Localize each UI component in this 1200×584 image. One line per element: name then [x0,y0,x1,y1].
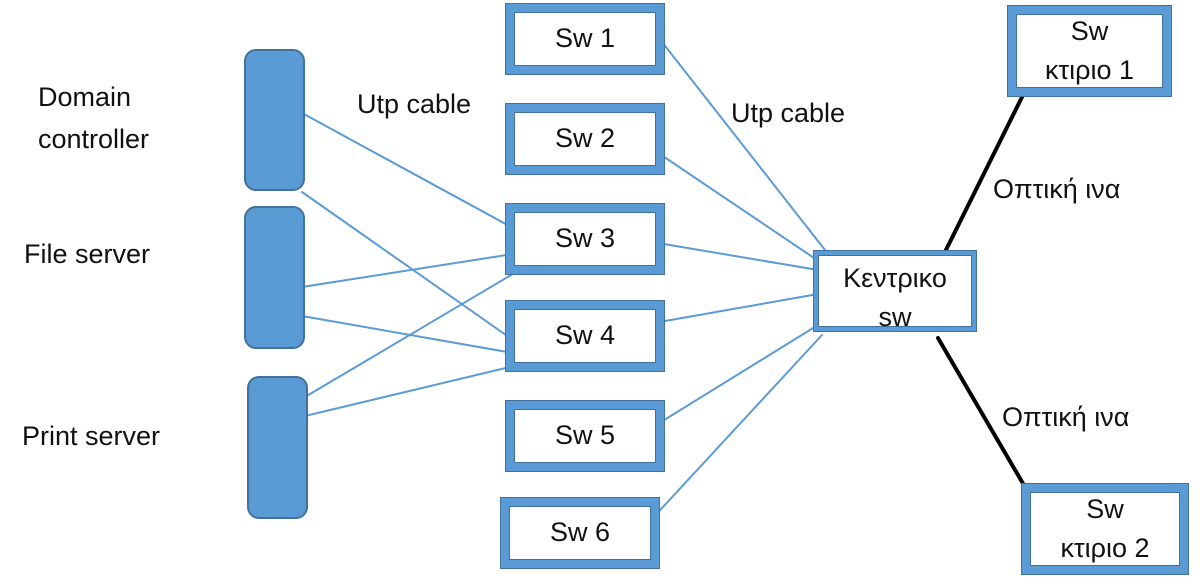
switch-sw6[interactable]: Sw 6 [500,497,660,569]
switch-sw5[interactable]: Sw 5 [505,400,665,472]
switch-sw4[interactable]: Sw 4 [505,300,665,372]
utp-link-sw4-core [647,293,819,325]
building-2-switch-label: Sw κτιριο 2 [1060,493,1150,563]
switch-sw3[interactable]: Sw 3 [505,203,665,275]
utp-link-sw6-core [637,334,823,535]
utp-link-sw1-core [661,41,826,251]
utp-cable-label-right: Utp cable [731,98,846,128]
core-switch-label: Κεντρικο sw [843,263,947,333]
switch-sw6-label: Sw 6 [549,517,611,548]
print-server[interactable] [247,376,308,519]
utp-link-file-sw4 [301,315,514,354]
domain-controller-server[interactable] [244,49,305,191]
print-server-label: Print server [22,421,161,451]
switch-sw1-label: Sw 1 [554,23,616,54]
fiber-label-bottom: Οπτική ινα [1002,402,1130,432]
file-server-label: File server [24,239,151,269]
utp-link-dc-sw4 [301,191,514,341]
file-server[interactable] [244,206,305,349]
utp-link-sw5-core [647,324,819,431]
switch-sw5-label: Sw 5 [554,420,616,451]
switch-sw4-label: Sw 4 [554,320,616,351]
switch-sw2-label: Sw 2 [554,123,616,154]
utp-cable-label-left: Utp cable [357,89,472,119]
core-switch[interactable]: Κεντρικο sw [813,250,977,332]
utp-link-print-sw3 [304,251,551,398]
domain-controller-label: Domain controller [38,82,150,154]
utp-link-file-sw3 [301,253,514,288]
switch-sw1[interactable]: Sw 1 [505,3,665,75]
fiber-link-building-2 [936,336,1034,501]
fiber-link-building-1 [938,85,1029,264]
building-1-switch[interactable]: Sw κτιριο 1 [1007,5,1172,97]
building-1-switch-label: Sw κτιριο 1 [1044,15,1135,85]
utp-link-dc-sw3 [301,112,514,229]
switch-sw3-label: Sw 3 [554,223,616,254]
utp-link-sw2-core [641,141,821,263]
fiber-label-top: Οπτική ινα [993,174,1121,204]
utp-link-sw3-core [639,239,819,271]
switch-sw2[interactable]: Sw 2 [505,103,665,175]
building-2-switch[interactable]: Sw κτιριο 2 [1021,483,1189,575]
